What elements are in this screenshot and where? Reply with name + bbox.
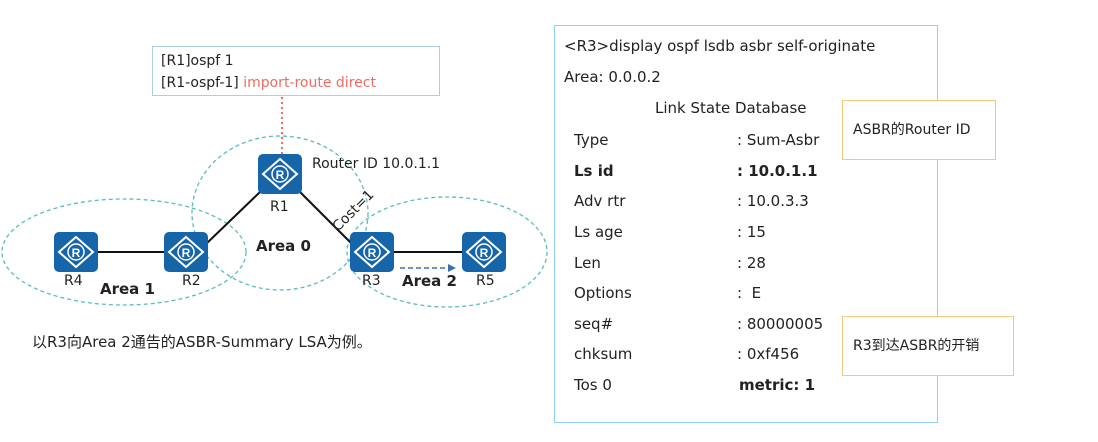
link-r1-r3 <box>299 191 353 245</box>
lsdb-key-adv-rtr: Adv rtr <box>574 192 626 210</box>
lsdb-value-adv-rtr: : 10.0.3.3 <box>737 192 809 210</box>
lsa-advertise-arrowhead <box>448 264 456 272</box>
router-r2-label: R2 <box>182 273 201 289</box>
figure-caption: 以R3向Area 2通告的ASBR-Summary LSA为例。 <box>32 333 372 351</box>
svg-text:R: R <box>182 246 191 260</box>
config-box: [R1]ospf 1 [R1-ospf-1] import-route dire… <box>152 46 440 96</box>
lsdb-value-ls-id: : 10.0.1.1 <box>737 162 818 180</box>
lsdb-value-options: : E <box>737 284 762 302</box>
area-0-boundary <box>191 135 369 291</box>
lsdb-key-len: Len <box>574 254 601 272</box>
lsdb-key-options: Options <box>574 284 632 302</box>
router-r5-label: R5 <box>476 273 495 289</box>
area-1-label: Area 1 <box>100 280 155 298</box>
lsdb-key-seq: seq# <box>574 315 614 333</box>
router-r3-label: R3 <box>362 273 381 289</box>
lsdb-key-tos: Tos 0 <box>574 376 612 394</box>
lsdb-key-chksum: chksum <box>574 345 633 363</box>
lsdb-value-len: : 28 <box>737 254 766 272</box>
area-0-label: Area 0 <box>256 237 311 255</box>
lsdb-area: Area: 0.0.0.2 <box>564 68 661 86</box>
area-2-label: Area 2 <box>402 272 457 290</box>
topology-diagram: R R R R R Cost=1 <box>1 97 548 308</box>
router-r4-icon: R <box>54 232 98 272</box>
lsdb-value-seq: : 80000005 <box>737 315 824 333</box>
area-2-boundary <box>346 196 548 308</box>
cost-label: Cost=1 <box>330 187 378 235</box>
router-r4-label: R4 <box>64 273 83 289</box>
callout-asbr-router-id: ASBR的Router ID <box>842 100 996 160</box>
config-line-1: [R1]ospf 1 <box>161 53 234 69</box>
lsdb-value-chksum: : 0xf456 <box>737 345 800 363</box>
lsdb-command: <R3>display ospf lsdb asbr self-originat… <box>564 37 876 55</box>
lsdb-key-type: Type <box>574 131 609 149</box>
area-1-boundary <box>1 198 247 306</box>
lsdb-value-ls-age: : 15 <box>737 223 766 241</box>
router-r2-icon: R <box>164 232 208 272</box>
router-id-label: Router ID 10.0.1.1 <box>312 156 441 172</box>
svg-text:R: R <box>368 246 377 260</box>
lsdb-output-panel: <R3>display ospf lsdb asbr self-originat… <box>554 25 938 423</box>
router-r3-icon: R <box>350 232 394 272</box>
svg-text:R: R <box>276 168 285 182</box>
lsdb-key-ls-age: Ls age <box>574 223 623 241</box>
link-r2-r1 <box>205 191 261 245</box>
lsdb-value-type: : Sum-Asbr <box>737 131 820 149</box>
router-r1-label: R1 <box>270 199 289 215</box>
svg-text:R: R <box>480 246 489 260</box>
config-import-route-command: import-route direct <box>243 75 376 91</box>
callout-r3-cost: R3到达ASBR的开销 <box>842 316 1014 376</box>
config-line-2-prefix: [R1-ospf-1] <box>161 75 244 91</box>
lsdb-key-ls-id: Ls id <box>574 162 614 180</box>
lsdb-value-metric: metric: 1 <box>739 376 816 394</box>
router-r1-icon: R <box>258 154 302 194</box>
lsdb-heading: Link State Database <box>655 99 807 117</box>
router-r5-icon: R <box>462 232 506 272</box>
config-line-2: [R1-ospf-1] import-route direct <box>161 72 431 94</box>
svg-text:R: R <box>72 246 81 260</box>
